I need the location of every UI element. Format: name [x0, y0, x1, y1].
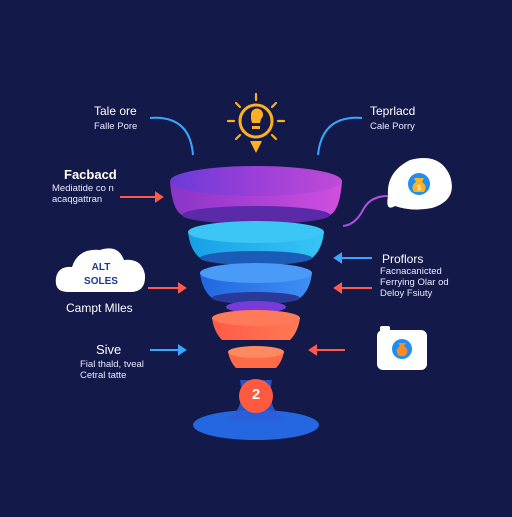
arrows-red	[120, 191, 372, 356]
left-3-title: Sive	[96, 342, 122, 357]
top-left-sub: Falle Pore	[94, 121, 138, 132]
left-3-line2: Cetral tatte	[80, 370, 127, 381]
lightbulb-icon	[226, 92, 286, 153]
arrows-blue	[150, 252, 372, 356]
money-bag-card-icon	[377, 326, 427, 370]
top-right-title: Teprlacd	[370, 104, 416, 118]
funnel-tier-3-top	[200, 263, 312, 283]
right-1-line3: Deloy Fsiuty	[380, 288, 433, 299]
funnel-tier-1-top	[170, 166, 342, 196]
cloud-icon	[55, 248, 146, 292]
cloud-line1: ALT	[91, 262, 111, 273]
funnel-tier-4-top	[212, 310, 300, 326]
left-2-title: Campt Mlles	[66, 301, 133, 315]
right-1-line1: Facnacanicted	[380, 266, 442, 277]
top-left-title: Tale ore	[94, 104, 137, 118]
top-right-sub: Cale Porry	[370, 121, 415, 132]
left-1-title: Facbacd	[64, 167, 117, 182]
cloud-line2: SOLES	[84, 276, 118, 287]
funnel	[170, 166, 342, 440]
step-badge-number: 2	[251, 386, 261, 403]
step-badge	[239, 379, 273, 413]
right-1-line2: Ferrying Olar od	[380, 277, 449, 288]
funnel-base	[193, 410, 319, 440]
svg-text:$: $	[417, 185, 421, 192]
left-1-line1: Mediatide co n	[52, 183, 114, 194]
money-bag-chat-icon: $	[387, 158, 452, 210]
left-3-line1: Fial thald, tveal	[80, 359, 144, 370]
left-1-line2: acaqgattran	[52, 194, 103, 205]
connector-right-chat	[342, 195, 389, 227]
connector-top-left	[149, 116, 194, 156]
connector-top-right	[317, 116, 363, 156]
right-1-title: Proflors	[382, 252, 424, 266]
funnel-tier-2-top	[188, 221, 324, 243]
